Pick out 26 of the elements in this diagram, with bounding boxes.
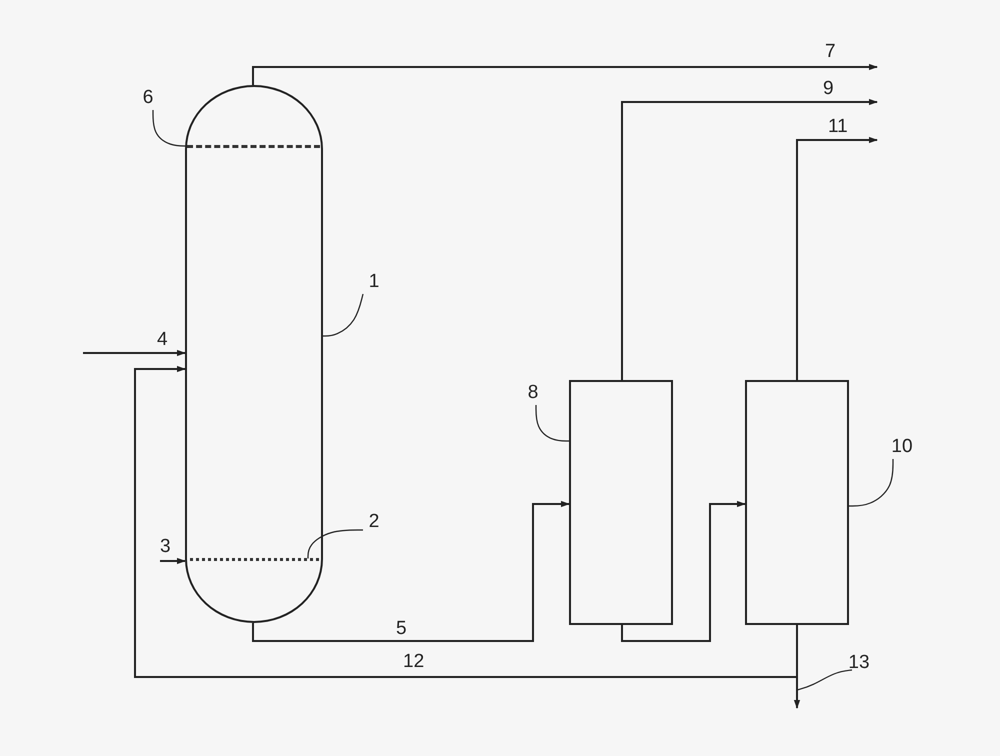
vessel-box	[569, 380, 673, 625]
leader-line	[849, 459, 894, 507]
leader-line	[323, 294, 364, 337]
callout-number: 10	[888, 437, 916, 459]
leader-line	[796, 669, 853, 691]
feed-arrow	[83, 350, 186, 356]
vessel-box	[745, 380, 849, 625]
feed-arrow	[160, 558, 186, 564]
pipe-arrow	[794, 625, 800, 709]
callout-number: 8	[522, 383, 544, 405]
callout-number: 1	[363, 272, 385, 294]
pipe-arrow	[621, 500, 746, 642]
pipe-arrow	[621, 98, 878, 380]
column-vessel	[185, 85, 323, 623]
callout-number: 13	[845, 653, 873, 675]
callout-number: 6	[137, 88, 159, 110]
callout-number: 2	[363, 512, 385, 534]
pipe-arrow	[796, 136, 878, 380]
leader-line	[535, 405, 569, 442]
pipe-arrow	[252, 500, 570, 642]
leader-line	[307, 529, 363, 558]
distributor-line	[190, 558, 319, 562]
pipe-arrow	[252, 64, 878, 85]
pipe-arrow	[134, 366, 798, 678]
leader-line	[152, 110, 188, 147]
tray-line	[187, 145, 320, 149]
